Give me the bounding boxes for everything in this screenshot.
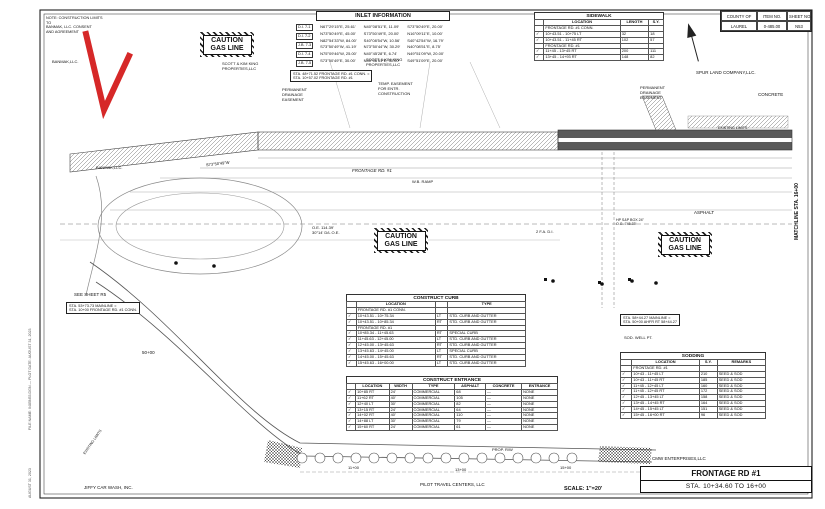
label-sta-13: 13+00 [455, 467, 467, 472]
label-concrete: CONCRETE [758, 92, 784, 97]
label-existing-limits-right: EXISTING LIMITS [718, 126, 748, 130]
label-sta-right: STA. 58+44.27 MAINLINE = STA. 50+00 AHFR… [620, 314, 681, 327]
county-label: COUNTY OF [721, 11, 757, 21]
label-banmak-top: BANMAK,LLC. [52, 59, 79, 64]
inlet-bearings-col1: N67°29'15"E, 25.61'N73°50'49"E, 45.00'N8… [320, 24, 357, 63]
label-sod-well: SOD. WELL PT. [624, 335, 653, 340]
margin-date-stamp: AUGUST 31, 2023 [28, 468, 32, 498]
label-sta-11: 11+00 [348, 465, 359, 470]
label-see-sheet: SEE SHEET R5 [74, 292, 107, 297]
label-scott-king-1: SCOTT & KIM KING PROPERTIES,LLC [222, 61, 259, 71]
matchline-label: MATCHLINE STA. 16+00 [794, 183, 800, 240]
label-hp-box: HP S&P BOX 24" O.G. 745.35' [616, 218, 644, 227]
inlet-bearings-col3: S73°50'49"E, 20.00'N16°09'11"E, 10.00'S4… [407, 24, 444, 63]
label-perm-drain-1: PERMANENT DRAINAGE EASEMENT [282, 87, 308, 102]
sheet-label: SHEET NO. [787, 11, 812, 21]
inlet-information-title: INLET INFORMATION [316, 11, 450, 21]
caution-line2: GAS LINE [668, 244, 702, 252]
title-block-road: FRONTAGE RD #1 [641, 467, 811, 481]
label-wb-ramp: W.B. RAMP [412, 179, 434, 184]
caution-gas-line-1: CAUTION GAS LINE [200, 32, 255, 58]
label-jiffy: JIFFY CAR WASH, INC. [84, 485, 133, 490]
label-frontage-rd: FRONTAGE RD. #1 [352, 168, 392, 173]
caution-line1: CAUTION [669, 236, 701, 244]
label-temp-easement: TEMP. EASEMENT FOR ENTR. CONSTRUCTION [378, 81, 413, 96]
caution-line1: CAUTION [385, 232, 417, 240]
label-sta-5000: 50+00 [142, 350, 155, 355]
label-fa-di: 2 F.A. D.I. [536, 229, 554, 234]
caution-line2: GAS LINE [210, 44, 244, 52]
item-value: 0-485.00 [757, 21, 787, 31]
caution-line1: CAUTION [211, 36, 243, 44]
label-asphalt: ASPHALT [694, 210, 715, 215]
label-cmw: CMW ENTERPRISES,LLC [652, 456, 706, 461]
label-scott-king-2: SCOTT & KIM KING PROPERTIES,LLC [366, 57, 403, 67]
label-sta-15: 15+00 [560, 465, 572, 470]
caution-gas-line-3: CAUTION GAS LINE [658, 232, 713, 258]
inlet-bearings-col2: N40°08'51"E, 11.09'S73°50'49"E, 20.00'S4… [363, 24, 401, 63]
label-sta-mainline: STA. 53+73.73 MAINLINE = STA. 10+00 FRON… [66, 302, 140, 315]
margin-file-note: FILE NAME: 0485N53.DGN — PLOT DATE: AUGU… [28, 328, 32, 430]
label-pilot: PILOT TRAVEL CENTERS, LLC [420, 482, 485, 487]
scale-label: SCALE: 1"=20' [564, 486, 603, 492]
label-prop-rw: PROP. R/W [492, 447, 513, 452]
label-spur: SPUR LAND COMPANY,LLC. [696, 70, 756, 75]
caution-line2: GAS LINE [384, 240, 418, 248]
north-arrow-icon [687, 23, 699, 62]
caution-gas-line-2: CAUTION GAS LINE [374, 228, 429, 254]
label-sta-conn: STA. 48+71.52 FRONTAGE RD. #1 CONN. = ST… [290, 70, 373, 83]
label-oe-note: O.E. 114.39' 30°14' D/L O.E. [312, 225, 340, 235]
item-label: ITEM NO. [757, 11, 787, 21]
label-construction-note: NOTE: CONSTRUCTION LIMITS TO BANMAK, LLC… [46, 16, 103, 34]
title-block-station: STA. 10+34.60 TO 16+00 [685, 483, 767, 490]
sheet-value: N53 [787, 21, 811, 31]
corner-info-table: COUNTY OF ITEM NO. SHEET NO. LAUREL 0-48… [720, 10, 812, 32]
label-perm-drain-2: PERMANENT DRAINAGE EASEMENT [640, 85, 666, 100]
county-value: LAUREL [721, 21, 757, 31]
label-banmak-mid: BANMAK,LLC. [96, 165, 123, 170]
red-checkmark [82, 30, 133, 120]
title-block: FRONTAGE RD #1 STA. 10+34.60 TO 16+00 [640, 466, 812, 493]
